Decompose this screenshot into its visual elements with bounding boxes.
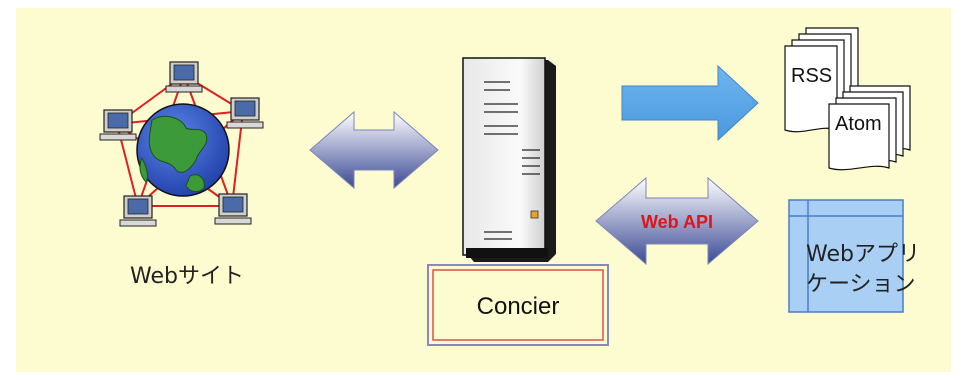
website-network-icon [99, 61, 264, 227]
globe-icon [136, 103, 230, 197]
computer-icon [165, 61, 203, 93]
web-api-label: Web API [641, 212, 713, 232]
bidirectional-arrow-icon [309, 110, 439, 190]
computer-icon [226, 97, 264, 129]
webapp-label-line1: Webアプリ [806, 242, 920, 267]
computer-icon [214, 193, 252, 225]
window-icon [788, 199, 904, 313]
rss-label: RSS [791, 65, 832, 87]
server-tower-icon [462, 57, 556, 262]
server-label-box [427, 264, 609, 346]
output-arrow-icon [621, 64, 759, 142]
website-label: Webサイト [130, 264, 244, 289]
computer-icon [99, 109, 137, 141]
web-api-arrow-icon [595, 176, 759, 266]
document-stack-icon [784, 27, 911, 171]
atom-label: Atom [835, 113, 882, 135]
computer-icon [119, 195, 157, 227]
webapp-label-line2: ケーション [806, 272, 916, 297]
server-label: Concier [477, 293, 560, 320]
